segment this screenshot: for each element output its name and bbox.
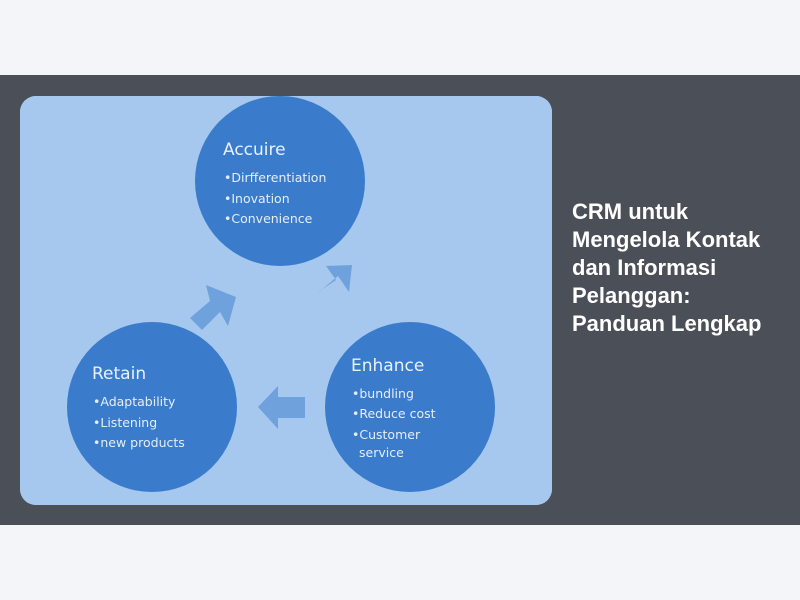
retain-title: Retain [92, 364, 146, 384]
enhance-item: service [359, 445, 404, 460]
arrow-acquire-to-enhance [318, 265, 352, 292]
arrow-retain-to-acquire [190, 285, 236, 330]
enhance-item: •Reduce cost [352, 406, 436, 421]
crm-cycle-diagram: Accuire •Dirfferentiation •Inovation •Co… [20, 96, 552, 505]
acquire-item: •Dirfferentiation [224, 170, 326, 185]
retain-item: •new products [93, 435, 185, 450]
enhance-item: •bundling [352, 386, 414, 401]
enhance-item: •Customer [352, 427, 421, 442]
enhance-title: Enhance [351, 356, 424, 376]
retain-circle [67, 322, 237, 492]
acquire-circle [195, 96, 365, 266]
acquire-item: •Inovation [224, 191, 290, 206]
acquire-title: Accuire [223, 140, 286, 160]
arrow-enhance-to-retain [258, 386, 305, 429]
retain-item: •Adaptability [93, 394, 176, 409]
crm-cycle-image: Accuire •Dirfferentiation •Inovation •Co… [20, 96, 552, 505]
hero-banner: Accuire •Dirfferentiation •Inovation •Co… [0, 75, 800, 525]
enhance-circle [325, 322, 495, 492]
acquire-item: •Convenience [224, 211, 313, 226]
retain-item: •Listening [93, 415, 157, 430]
article-title: CRM untuk Mengelola Kontak dan Informasi… [572, 199, 762, 336]
